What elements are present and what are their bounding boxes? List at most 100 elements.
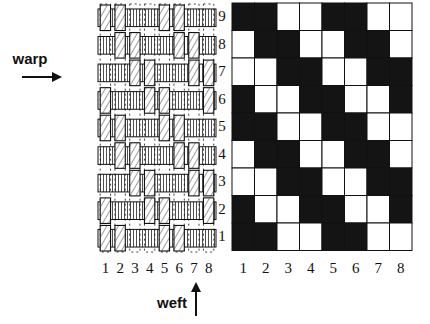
grid-cell [367, 196, 390, 224]
warp-hatching [203, 88, 213, 114]
warp-label: warp [12, 51, 47, 66]
grid-cell [390, 141, 413, 169]
warp-thread [203, 4, 213, 252]
grid-cell [367, 58, 390, 86]
grid-cell [300, 3, 323, 31]
grid-cell [232, 141, 255, 169]
warp-hatching [144, 170, 154, 196]
grid-cell [300, 113, 323, 141]
warp-float [130, 170, 140, 196]
warp-float [159, 88, 169, 114]
warp-hatching [100, 225, 110, 251]
warp-float [130, 33, 140, 59]
warp-hatching [189, 60, 199, 86]
weft-arrow [195, 284, 197, 316]
grid-cell [367, 31, 390, 59]
warp-thread [115, 4, 125, 252]
warp-hatching [130, 33, 140, 59]
column-number: 2 [116, 261, 124, 276]
row-number: 3 [218, 174, 226, 189]
grid-cell [322, 168, 345, 196]
warp-float [174, 143, 184, 169]
warp-float [159, 225, 169, 251]
row-number: 9 [218, 9, 226, 24]
grid-cell [322, 223, 345, 251]
warp-float [174, 115, 184, 141]
grid-cell [300, 168, 323, 196]
warp-thread [100, 4, 110, 252]
warp-arrow [22, 76, 60, 78]
grid-cell [345, 168, 368, 196]
grid-cell [300, 31, 323, 59]
warp-hatching [100, 198, 110, 224]
column-number: 3 [131, 261, 139, 276]
grid-cell [232, 168, 255, 196]
warp-float [144, 198, 154, 224]
row-number: 6 [218, 92, 226, 107]
warp-float [203, 170, 213, 196]
warp-hatching [100, 88, 110, 114]
warp-float [100, 5, 110, 31]
warp-hatching [115, 33, 125, 59]
warp-thread [174, 4, 184, 252]
grid-cell [390, 3, 413, 31]
warp-hatching [189, 170, 199, 196]
row-number: 5 [218, 119, 226, 134]
weft-thread [98, 92, 216, 110]
grid-cell [232, 3, 255, 31]
warp-hatching [159, 225, 169, 251]
column-number: 3 [285, 261, 293, 276]
warp-float [115, 143, 125, 169]
warp-float [130, 60, 140, 86]
warp-float [115, 115, 125, 141]
warp-float [174, 33, 184, 59]
grid-cell [232, 113, 255, 141]
grid-cell [255, 141, 278, 169]
grid-cell [345, 86, 368, 114]
grid-cell [277, 168, 300, 196]
warp-hatching [203, 170, 213, 196]
warp-float [115, 225, 125, 251]
grid-cell [390, 168, 413, 196]
column-number: 4 [307, 261, 315, 276]
grid-cell [390, 196, 413, 224]
grid-cell [300, 86, 323, 114]
grid-cell [255, 58, 278, 86]
weft-label: weft [157, 295, 187, 310]
warp-hatching [100, 115, 110, 141]
warp-float [100, 198, 110, 224]
warp-float [203, 198, 213, 224]
warp-float [189, 143, 199, 169]
warp-float [174, 5, 184, 31]
warp-hatching [130, 60, 140, 86]
grid-cell [322, 196, 345, 224]
weft-thread [98, 202, 216, 220]
grid-cell [322, 141, 345, 169]
grid-cell [277, 58, 300, 86]
grid-cell [367, 86, 390, 114]
warp-hatching [144, 60, 154, 86]
grid-cell [255, 196, 278, 224]
grid-cell [345, 141, 368, 169]
warp-hatching [174, 225, 184, 251]
warp-float [115, 33, 125, 59]
column-number: 5 [161, 261, 169, 276]
grid-cell [367, 223, 390, 251]
warp-thread [130, 4, 140, 252]
grid-cell [255, 168, 278, 196]
grid-cell [277, 196, 300, 224]
row-number: 2 [218, 202, 226, 217]
grid-cell [367, 168, 390, 196]
column-number: 4 [146, 261, 154, 276]
grid-cell [322, 86, 345, 114]
warp-hatching [115, 143, 125, 169]
grid-cell [345, 3, 368, 31]
warp-thread [189, 4, 199, 252]
grid-cell [277, 223, 300, 251]
warp-float [189, 33, 199, 59]
warp-hatching [144, 198, 154, 224]
warp-hatching [130, 170, 140, 196]
grid-cell [345, 113, 368, 141]
grid-cell [300, 141, 323, 169]
warp-float [159, 5, 169, 31]
